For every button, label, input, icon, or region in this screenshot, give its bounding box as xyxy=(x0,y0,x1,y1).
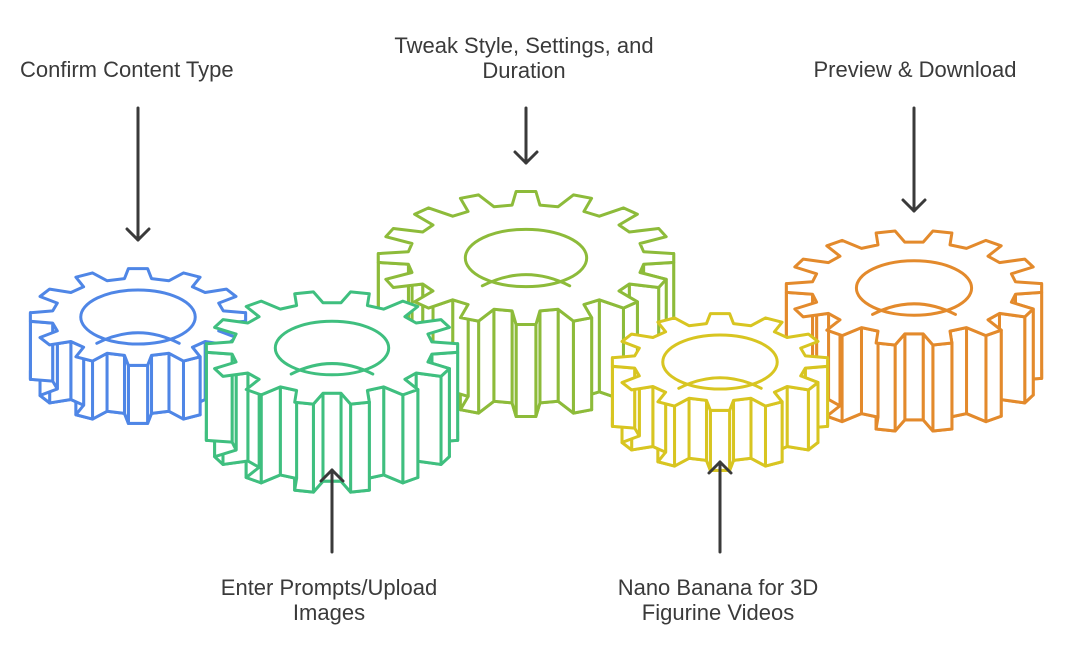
gear-nano-banana-side xyxy=(610,364,637,430)
gear-nano-banana-side xyxy=(785,384,810,452)
gear-tweak-style-hole-wall xyxy=(480,273,572,288)
gear-preview-download-side xyxy=(903,332,925,422)
gear-confirm-content-type-side xyxy=(91,351,109,421)
gear-enter-prompts-side xyxy=(401,388,420,485)
arrow-tweak-style-head xyxy=(513,150,539,165)
arrow-enter-prompts-head xyxy=(319,468,345,483)
gear-preview-download xyxy=(784,229,1044,433)
gear-preview-download-side xyxy=(984,328,1003,424)
gear-nano-banana-hole-wall xyxy=(677,376,763,390)
gear-tweak-style-face xyxy=(376,190,676,326)
gear-nano-banana-side xyxy=(763,400,784,468)
arrow-nano-banana-head xyxy=(707,460,733,475)
gear-preview-download-face xyxy=(784,229,1044,347)
gear-enter-prompts-face xyxy=(204,290,460,406)
arrow-tweak-style xyxy=(513,106,539,165)
gear-enter-prompts-hole xyxy=(273,319,391,377)
gear-confirm-content-type-side xyxy=(167,351,185,421)
gear-confirm-content-type xyxy=(28,267,248,425)
gear-confirm-content-type-hole xyxy=(79,288,197,346)
arrow-nano-banana xyxy=(707,460,733,554)
step-label-preview-download: Preview & Download xyxy=(813,57,1017,82)
gear-confirm-content-type-side xyxy=(126,363,150,425)
gear-confirm-content-type-side xyxy=(181,355,202,421)
step-label-enter-prompts: Enter Prompts/Upload Images xyxy=(220,575,438,625)
gear-tweak-style-side xyxy=(477,307,496,415)
gear-nano-banana-side xyxy=(673,396,691,468)
arrow-enter-prompts xyxy=(319,468,345,554)
gear-tweak-style-side xyxy=(492,307,514,405)
gear-nano-banana-side xyxy=(749,396,767,468)
step-label-confirm-content-type: Confirm Content Type xyxy=(20,57,234,82)
gear-enter-prompts xyxy=(204,290,460,494)
gear-nano-banana-side xyxy=(687,396,708,462)
gear-tweak-style-side xyxy=(556,307,575,415)
gear-preview-download-side xyxy=(965,326,988,424)
gear-preview-download-hole xyxy=(854,259,974,317)
gear-enter-prompts-side xyxy=(349,400,371,494)
gear-nano-banana-side xyxy=(732,396,753,462)
gear-enter-prompts-side xyxy=(382,385,405,485)
gear-preview-download-side xyxy=(840,326,863,424)
gear-enter-prompts-side xyxy=(259,385,282,485)
arrow-preview-download xyxy=(901,106,927,213)
arrow-confirm-content-type xyxy=(125,106,151,242)
gear-confirm-content-type-face xyxy=(28,267,248,367)
gear-confirm-content-type-side xyxy=(105,351,126,415)
gear-enter-prompts-side xyxy=(414,371,443,466)
gear-preview-download-side xyxy=(931,341,954,433)
gear-enter-prompts-side xyxy=(321,391,343,483)
step-label-tweak-style: Tweak Style, Settings, and Duration xyxy=(394,33,654,83)
gear-confirm-content-type-side xyxy=(150,351,171,415)
gear-confirm-content-type-hole-wall xyxy=(95,331,181,345)
gear-tweak-style-side xyxy=(538,307,560,405)
gear-tweak-style-side xyxy=(514,322,538,418)
gear-preview-download-side xyxy=(997,311,1027,405)
step-label-nano-banana: Nano Banana for 3D Figurine Videos xyxy=(617,575,819,625)
arrow-preview-download-head xyxy=(901,198,927,213)
gear-confirm-content-type-side xyxy=(28,319,55,383)
gear-enter-prompts-hole-wall xyxy=(289,362,375,376)
gear-nano-banana-face xyxy=(610,312,830,412)
gear-nano-banana xyxy=(610,312,830,472)
arrow-confirm-content-type-head xyxy=(125,227,151,242)
gear-tweak-style-side xyxy=(571,316,594,415)
gear-nano-banana-hole xyxy=(661,333,779,391)
gear-preview-download-hole-wall xyxy=(871,302,957,316)
gear-tweak-style-hole xyxy=(463,227,589,289)
